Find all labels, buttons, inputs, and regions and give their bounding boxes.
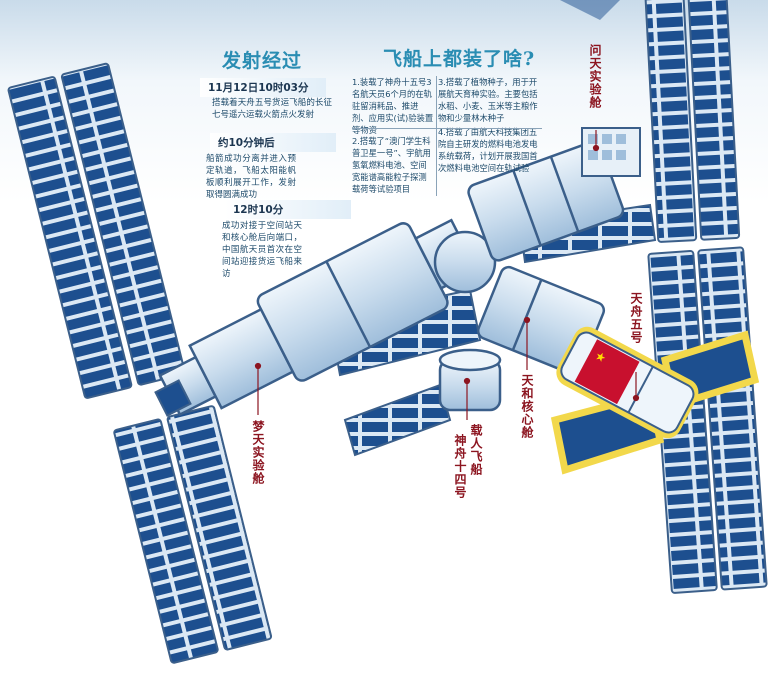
solar-panel-left-top bbox=[7, 62, 186, 399]
launch-time-2: 约10分钟后 bbox=[210, 133, 336, 152]
launch-text-3: 成功对接于空间站天和核心舱后向端口，中国航天员首次在空间站迎接货运飞船来访 bbox=[222, 221, 302, 279]
label-wentian: 问天实验舱 bbox=[588, 44, 602, 109]
mengtian-module bbox=[158, 218, 479, 417]
label-leaders bbox=[254, 130, 640, 420]
label-shenzhou-b: 神舟十四号 bbox=[453, 434, 467, 499]
tianzhou-5: ★ bbox=[550, 326, 760, 475]
china-flag bbox=[574, 339, 640, 405]
cargo-item-2: 2.搭载了“澳门学生科普卫星一号”、宇航用氢氧燃料电池、空间宽能谱高能粒子探测载… bbox=[352, 136, 431, 194]
cargo-item-1: 1.装载了神舟十五号3名航天员6个月的在轨驻留消耗品、推进剂、应用实(试)验装置… bbox=[352, 77, 434, 135]
cargo-title: 飞船上都装了啥? bbox=[383, 48, 536, 70]
launch-title: 发射经过 bbox=[222, 50, 303, 72]
divider-horizontal bbox=[352, 128, 542, 129]
label-shenzhou-a: 载人飞船 bbox=[469, 424, 483, 476]
launch-text-2: 船箭成功分离并进入预定轨道，飞船太阳能帆板顺利展开工作，发射取得圆满成功 bbox=[206, 154, 296, 200]
launch-text-1: 搭载着天舟五号货运飞船的长征七号遥六运载火箭点火发射 bbox=[212, 98, 332, 120]
cargo-item-3: 3.搭载了植物种子，用于开展航天育种实验。主要包括水稻、小麦、玉米等主粮作物和少… bbox=[438, 77, 538, 123]
launch-time-1: 11月12日10时03分 bbox=[200, 78, 326, 97]
label-mengtian: 梦天实验舱 bbox=[251, 420, 265, 485]
solar-panel-right-top bbox=[644, 0, 741, 243]
cargo-item-4: 4.搭载了由航天科技集团五院自主研发的燃料电池发电系统载荷，计划开展我国首次燃料… bbox=[438, 127, 538, 173]
divider-vertical bbox=[436, 76, 437, 196]
label-tianzhou: 天舟五号 bbox=[629, 292, 643, 344]
label-tianhe: 天和核心舱 bbox=[520, 374, 534, 439]
launch-time-3: 12时10分 bbox=[225, 200, 351, 219]
node-module bbox=[433, 230, 497, 294]
solar-panel-left-bottom bbox=[113, 405, 273, 664]
shenzhou-14 bbox=[438, 348, 502, 412]
